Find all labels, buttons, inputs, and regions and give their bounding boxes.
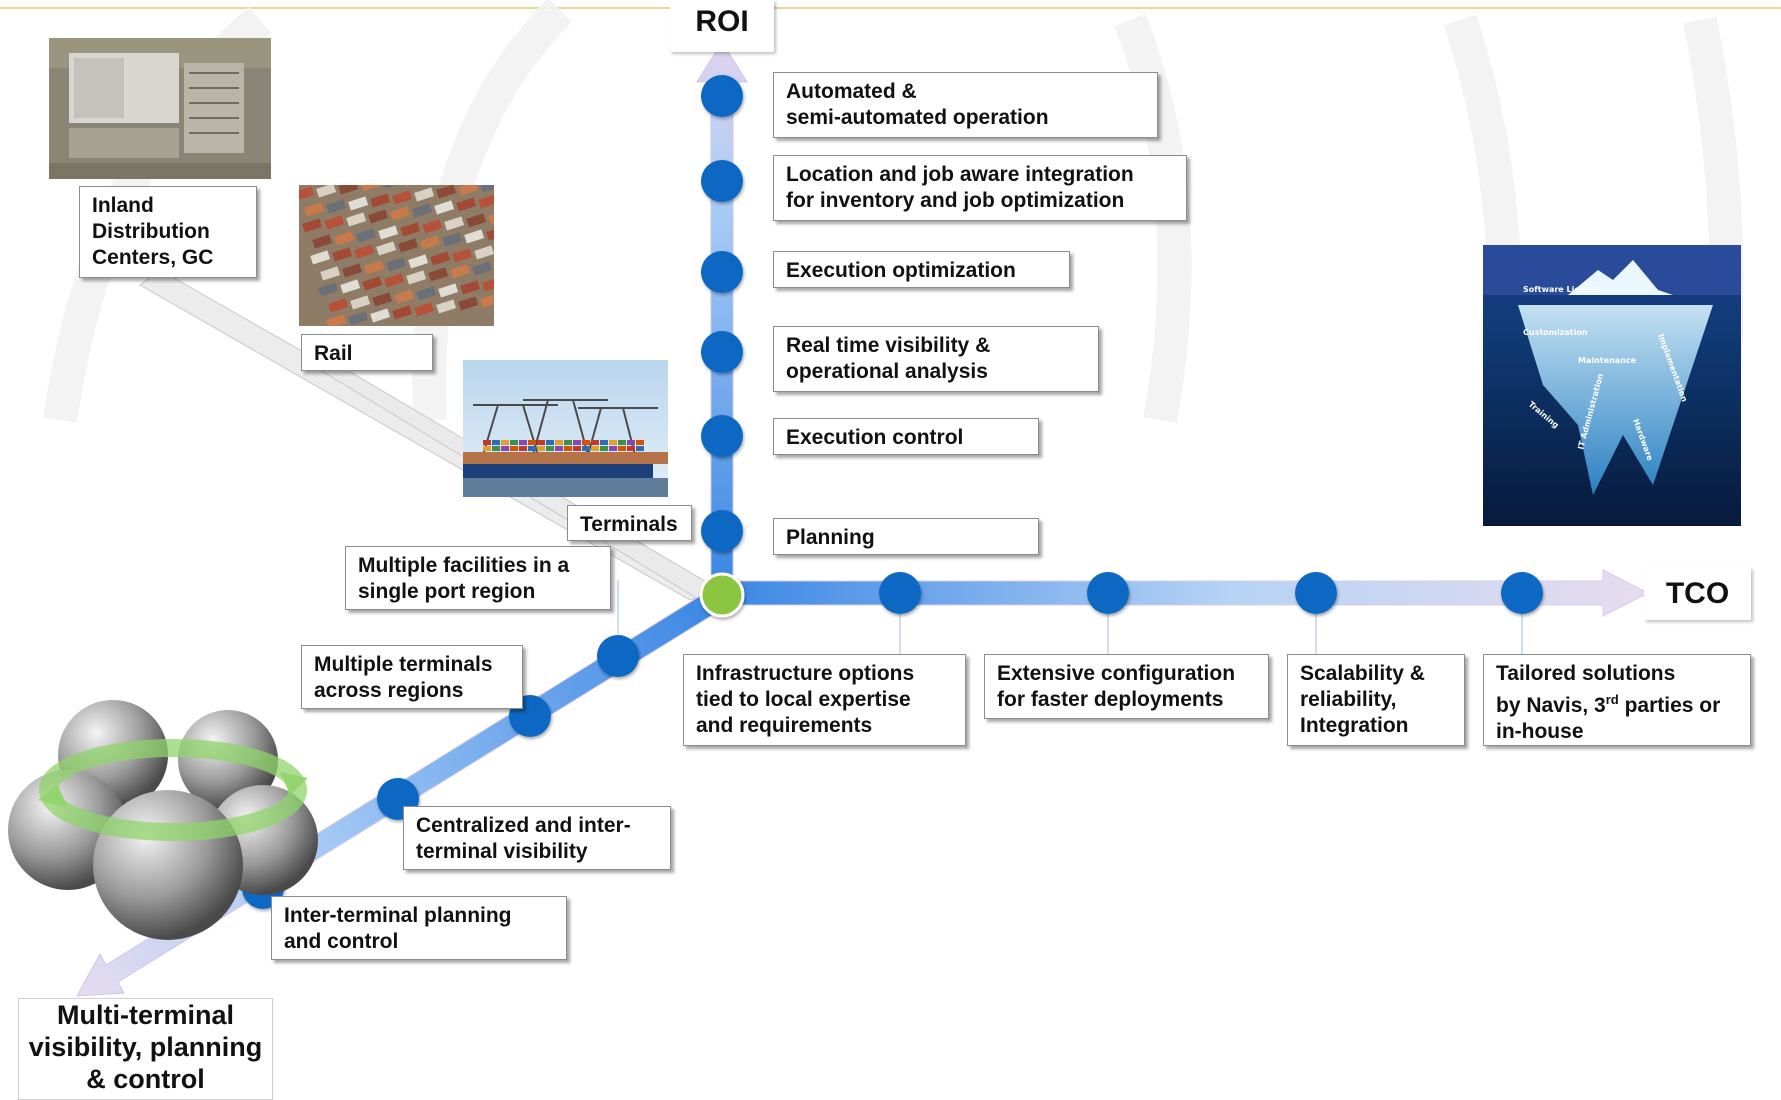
facility-line: Centers, GC xyxy=(92,246,214,269)
iceberg-label: Maintenance xyxy=(1578,356,1637,365)
roi-item-line: for inventory and job optimization xyxy=(786,189,1125,212)
tco-item-line: Tailored solutions xyxy=(1496,662,1676,685)
tco-node-infrastructure xyxy=(879,572,921,614)
tco-item-line: by Navis, 3rd parties or xyxy=(1496,692,1721,717)
iceberg-label: Customization xyxy=(1523,328,1588,337)
multi-terminal-label-line: Multi-terminal xyxy=(56,1000,234,1030)
facility-line: Inland xyxy=(92,194,154,217)
roi-item-line: Execution optimization xyxy=(786,259,1016,282)
iceberg-label: Software License xyxy=(1523,285,1601,294)
top-divider-line xyxy=(0,7,1781,9)
facility-line: Terminals xyxy=(580,513,678,536)
roi-item-location-aware: Location and job aware integration for i… xyxy=(773,155,1187,221)
facility-inland-distribution: Inland Distribution Centers, GC xyxy=(79,186,257,278)
roi-item-automated: Automated & semi-automated operation xyxy=(773,72,1158,138)
roi-node-execution-control xyxy=(701,415,743,457)
roi-item-line: Planning xyxy=(786,526,875,549)
diag-item-line: Multiple facilities in a xyxy=(358,554,570,577)
roi-item-line: operational analysis xyxy=(786,360,988,383)
tco-node-tailored xyxy=(1501,572,1543,614)
multi-terminal-label: Multi-terminal visibility, planning & co… xyxy=(18,998,273,1100)
roi-label: ROI xyxy=(670,0,774,52)
origin-node xyxy=(699,572,745,618)
diag-item-line: and control xyxy=(284,930,399,953)
roi-item-execution-control: Execution control xyxy=(773,418,1039,455)
diag-item-multiple-terminals: Multiple terminals across regions xyxy=(301,645,523,709)
roi-item-planning: Planning xyxy=(773,518,1039,555)
tco-item-line: Extensive configuration xyxy=(997,662,1236,685)
tco-item-line: for faster deployments xyxy=(997,688,1224,711)
facility-line: Distribution xyxy=(92,220,210,243)
roi-item-line: Location and job aware integration xyxy=(786,163,1134,186)
tco-item-line: Integration xyxy=(1300,714,1409,737)
tco-item-line: tied to local expertise xyxy=(696,688,911,711)
inland-distribution-aerial-image xyxy=(49,38,271,179)
roi-item-real-time-visibility: Real time visibility & operational analy… xyxy=(773,326,1099,392)
facility-line: Rail xyxy=(314,342,353,365)
roi-node-execution-optimization xyxy=(701,251,743,293)
roi-node-real-time-visibility xyxy=(701,331,743,373)
diag-item-centralized-visibility: Centralized and inter- terminal visibili… xyxy=(403,806,671,870)
roi-node-location-aware xyxy=(701,160,743,202)
roi-item-line: Automated & xyxy=(786,80,917,103)
diag-item-line: across regions xyxy=(314,679,464,702)
tco-item-line: reliability, xyxy=(1300,688,1397,711)
rail-yard-image xyxy=(299,185,494,326)
tco-item-line: Infrastructure options xyxy=(696,662,915,685)
tco-item-tailored-solutions: Tailored solutions by Navis, 3rd parties… xyxy=(1483,654,1751,746)
roi-item-line: Execution control xyxy=(786,426,964,449)
diag-item-line: terminal visibility xyxy=(416,840,588,863)
tco-item-line: and requirements xyxy=(696,714,873,737)
tco-item-infrastructure-options: Infrastructure options tied to local exp… xyxy=(683,654,966,746)
diag-item-line: Centralized and inter- xyxy=(416,814,631,837)
multi-terminal-label-line: & control xyxy=(86,1064,205,1094)
multi-terminal-label-line: visibility, planning xyxy=(28,1032,263,1062)
globes-image xyxy=(8,690,333,950)
tco-item-scalability: Scalability & reliability, Integration xyxy=(1287,654,1465,746)
roi-item-execution-optimization: Execution optimization xyxy=(773,251,1070,288)
diag-item-line: single port region xyxy=(358,580,536,603)
tco-node-configuration xyxy=(1087,572,1129,614)
tco-item-line: in-house xyxy=(1496,720,1584,743)
facility-rail: Rail xyxy=(301,334,433,371)
diag-item-inter-terminal-planning: Inter-terminal planning and control xyxy=(271,896,567,960)
facility-terminals: Terminals xyxy=(567,505,692,541)
tco-item-line: Scalability & xyxy=(1300,662,1425,685)
tco-item-extensive-configuration: Extensive configuration for faster deplo… xyxy=(984,654,1269,719)
diag-node-multiple-facilities xyxy=(597,635,639,677)
roi-item-line: Real time visibility & xyxy=(786,334,991,357)
tco-axis-bar xyxy=(719,569,1650,617)
diag-item-line: Inter-terminal planning xyxy=(284,904,512,927)
roi-node-planning xyxy=(701,510,743,552)
tco-node-scalability xyxy=(1295,572,1337,614)
tco-label: TCO xyxy=(1644,568,1751,620)
container-terminal-image xyxy=(463,360,668,497)
roi-item-line: semi-automated operation xyxy=(786,106,1049,129)
diag-item-multiple-facilities: Multiple facilities in a single port reg… xyxy=(345,546,611,610)
diag-item-line: Multiple terminals xyxy=(314,653,493,676)
roi-node-automated xyxy=(701,75,743,117)
